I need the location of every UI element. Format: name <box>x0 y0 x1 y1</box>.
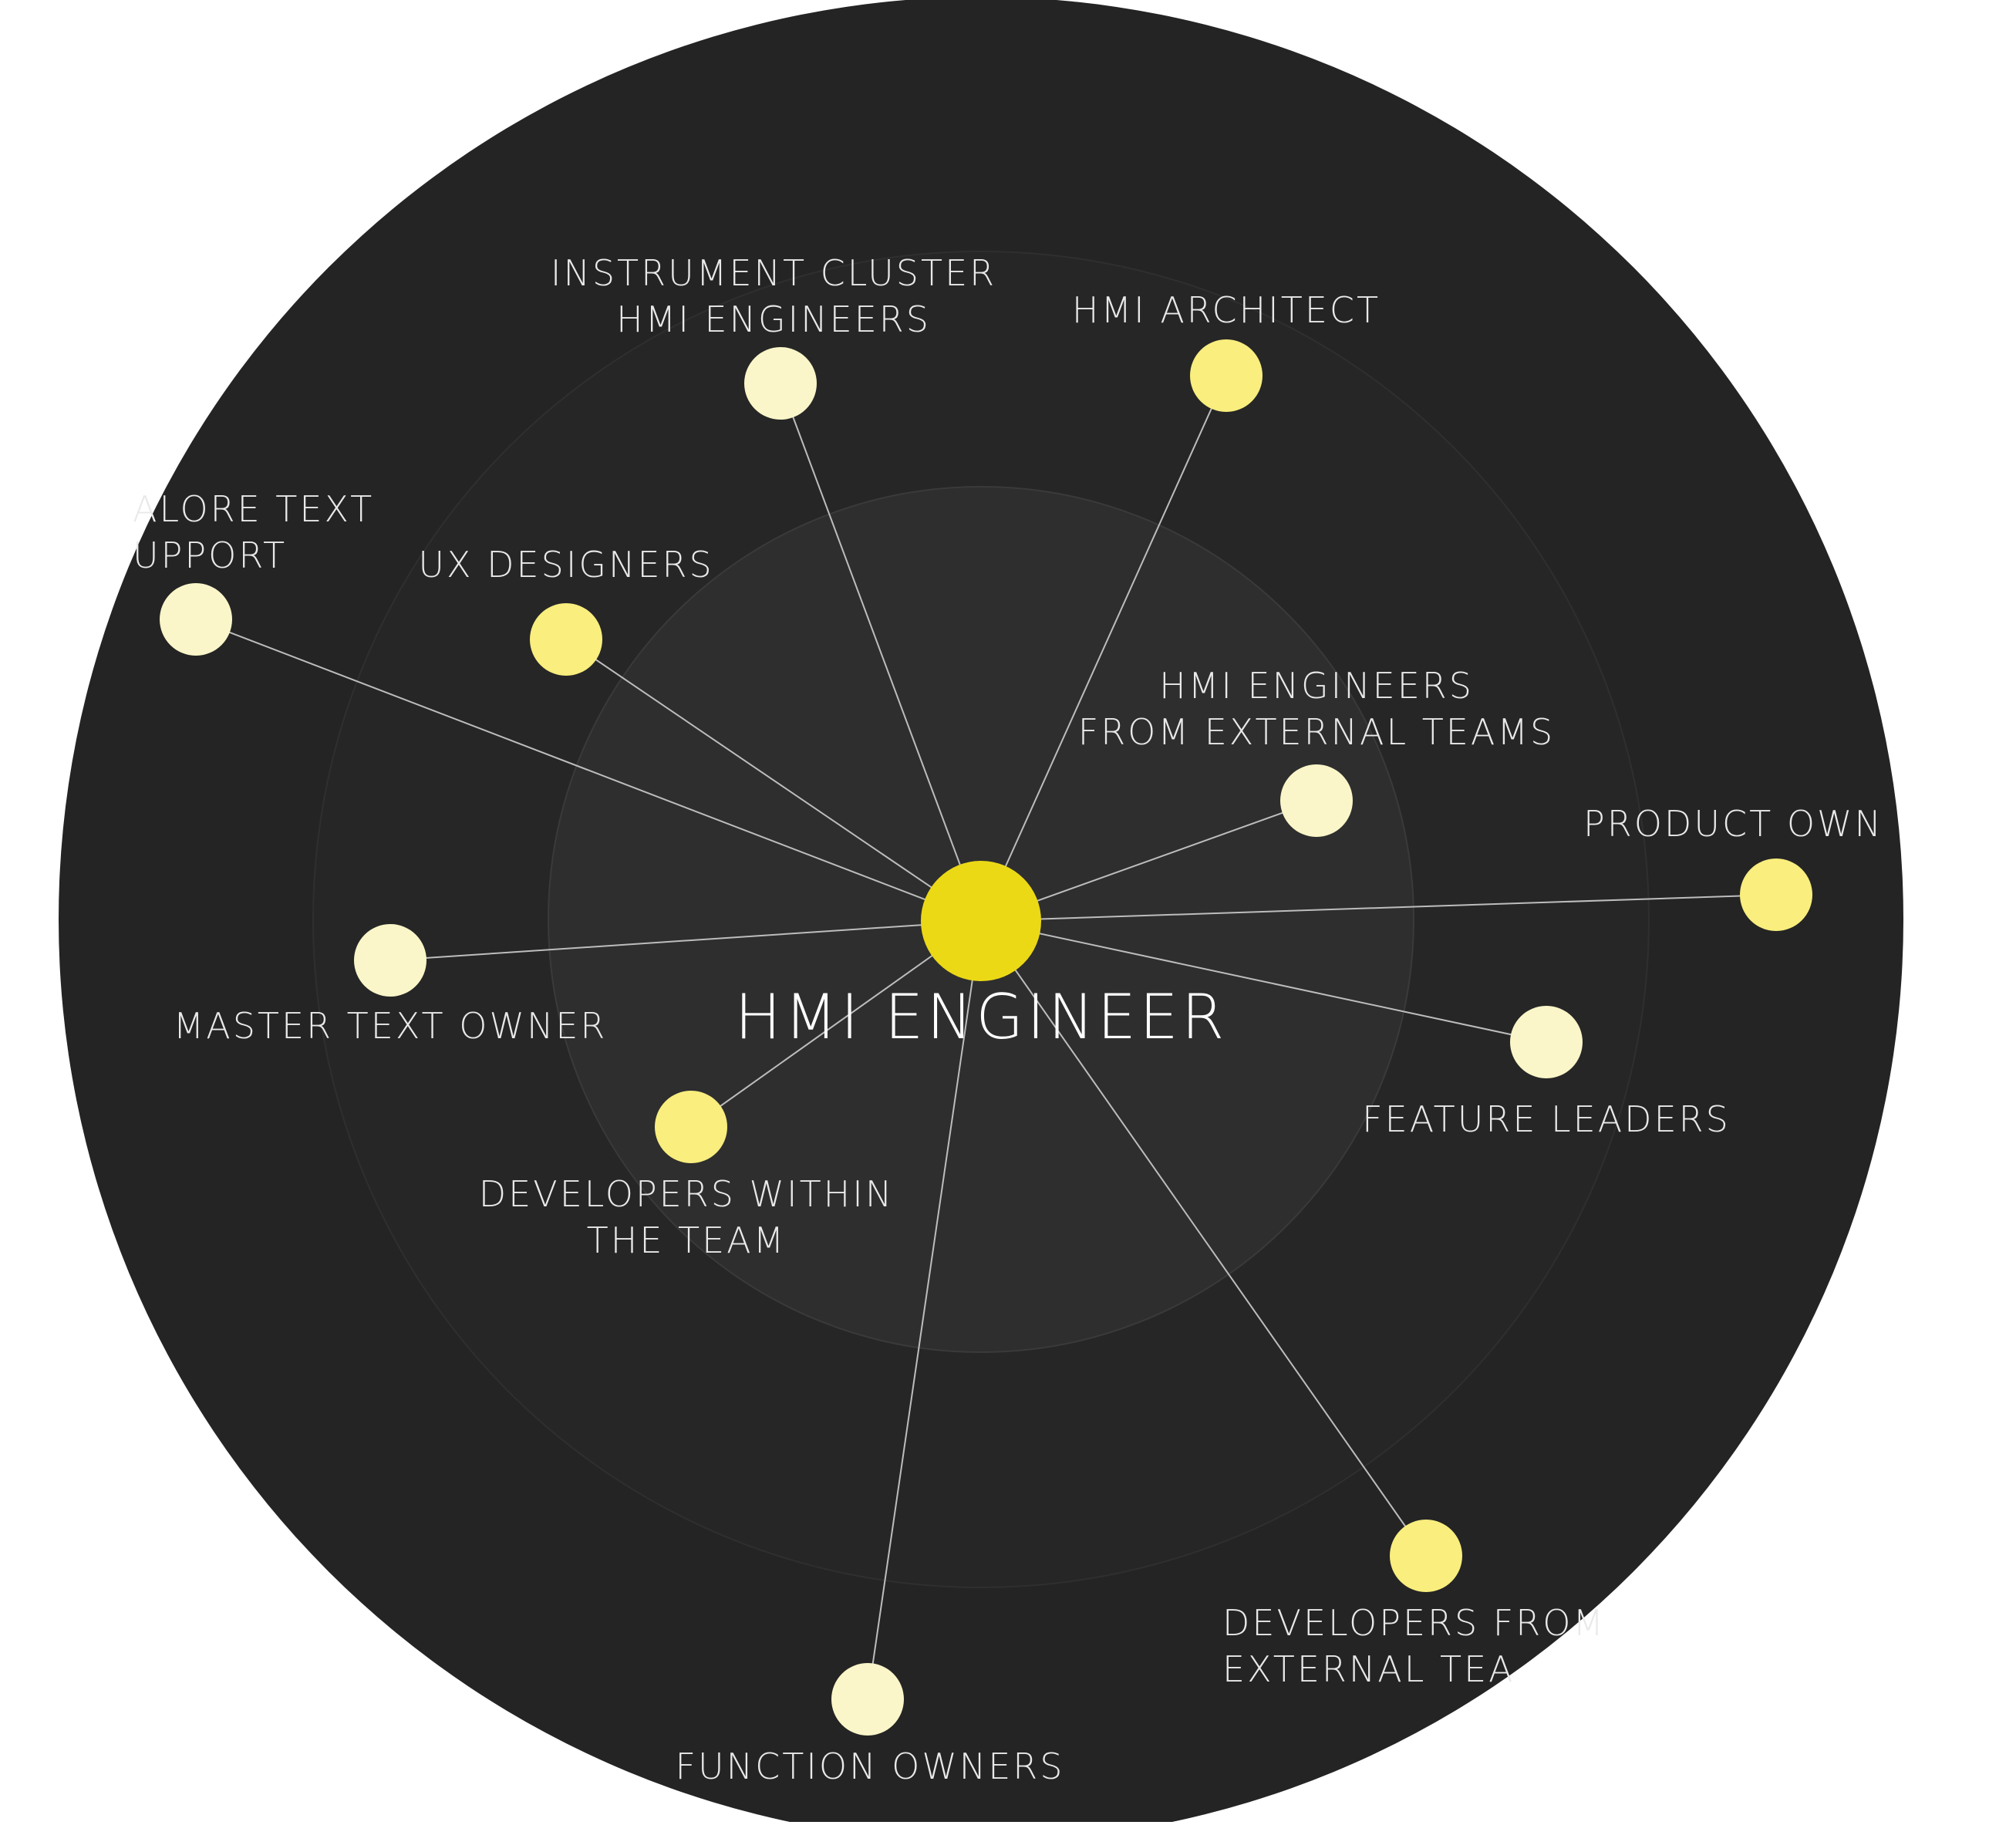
node-function-owners <box>831 1663 904 1736</box>
label-line-developers-external-0: DEVELOPERS FROM <box>1222 1602 1606 1644</box>
label-line-bangalore-text-support-1: UPPORT <box>133 535 287 576</box>
node-master-text-owner <box>354 924 426 997</box>
node-hmi-architect <box>1190 339 1263 412</box>
node-product-owner <box>1740 859 1812 931</box>
label-line-bangalore-text-support-0: ALORE TEXT <box>133 488 374 530</box>
link-product-owner <box>980 894 1777 922</box>
label-product-owner: PRODUCT OWN <box>1583 803 1883 845</box>
label-line-developers-external-1: EXTERNAL TEA <box>1222 1648 1515 1690</box>
center-node <box>921 861 1041 981</box>
label-function-owners: FUNCTION OWNERS <box>676 1746 1065 1787</box>
label-hmi-architect: HMI ARCHITECT <box>1072 289 1381 331</box>
node-hmi-engineers-external <box>1280 764 1353 837</box>
node-ux-designers <box>530 603 602 676</box>
label-instrument-cluster: INSTRUMENT CLUSTER HMI ENGINEERS <box>551 252 996 340</box>
label-line-feature-leaders-0: FEATURE LEADERS <box>1362 1098 1731 1140</box>
label-line-developers-within-team-0: DEVELOPERS WITHIN <box>479 1173 895 1215</box>
label-line-ux-designers-0: UX DESIGNERS <box>418 544 713 585</box>
link-master-text-owner <box>389 920 982 961</box>
link-instrument-cluster <box>780 383 982 922</box>
link-bangalore-text-support <box>195 619 982 922</box>
label-line-instrument-cluster-1: HMI ENGINEERS <box>616 299 931 340</box>
link-feature-leaders <box>980 920 1547 1043</box>
link-function-owners <box>867 920 982 1700</box>
label-line-master-text-owner-0: MASTER TEXT OWNER <box>174 1005 608 1047</box>
link-ux-designers <box>565 639 982 922</box>
node-bangalore-text-support <box>160 583 232 656</box>
label-line-hmi-engineers-external-0: HMI ENGINEERS <box>1159 665 1474 707</box>
label-feature-leaders: FEATURE LEADERS <box>1362 1098 1731 1140</box>
label-master-text-owner: MASTER TEXT OWNER <box>174 1005 608 1047</box>
links-group <box>195 375 1777 1700</box>
node-instrument-cluster <box>744 347 817 420</box>
label-line-product-owner-0: PRODUCT OWN <box>1583 803 1883 845</box>
link-hmi-architect <box>980 375 1227 922</box>
label-line-function-owners-0: FUNCTION OWNERS <box>676 1746 1065 1787</box>
node-developers-within-team <box>655 1091 727 1163</box>
node-feature-leaders <box>1510 1006 1583 1078</box>
link-developers-external <box>980 920 1427 1557</box>
center-label: HMI ENGINEER <box>735 981 1228 1053</box>
label-line-hmi-engineers-external-1: FROM EXTERNAL TEAMS <box>1078 711 1555 753</box>
label-line-instrument-cluster-0: INSTRUMENT CLUSTER <box>551 252 996 294</box>
label-bangalore-text-support: ALORE TEXT UPPORT <box>133 488 374 576</box>
label-line-developers-within-team-1: THE TEAM <box>587 1219 787 1261</box>
label-line-hmi-architect-0: HMI ARCHITECT <box>1072 289 1381 331</box>
label-ux-designers: UX DESIGNERS <box>418 544 713 585</box>
nodes-group: INSTRUMENT CLUSTER HMI ENGINEERS HMI ARCHI… <box>133 252 1883 1787</box>
node-developers-external <box>1390 1520 1462 1592</box>
